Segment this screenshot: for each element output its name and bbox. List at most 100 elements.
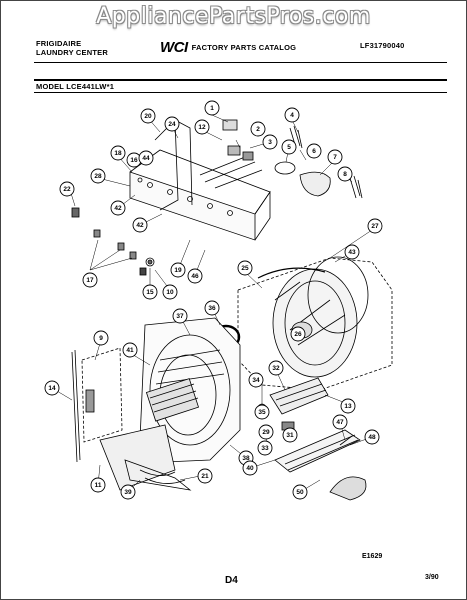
callout-circle-36 xyxy=(204,300,220,316)
callout-circle-3 xyxy=(262,134,278,150)
callout-circles: 1234567891011121314151617181920212224252… xyxy=(44,100,383,500)
knobs-and-buttons xyxy=(71,207,155,276)
callout-circle-42 xyxy=(110,200,126,216)
callout-circle-47 xyxy=(332,414,348,430)
callout-circle-4 xyxy=(284,107,300,123)
callout-label-38: 38 xyxy=(242,455,250,462)
callout-circle-41 xyxy=(122,342,138,358)
brand-block: FRIGIDAIRE LAUNDRY CENTER xyxy=(36,39,108,57)
callout-circle-15 xyxy=(142,284,158,300)
wci-logo: WCI xyxy=(160,39,188,56)
callout-label-27: 27 xyxy=(371,223,379,230)
callout-circle-37 xyxy=(172,308,188,324)
callout-circle-17 xyxy=(82,272,98,288)
control-console xyxy=(129,119,271,241)
callout-circle-5 xyxy=(281,139,297,155)
callout-label-36: 36 xyxy=(208,305,216,312)
side-panel xyxy=(71,347,123,463)
watermark: AppliancePartsPros.com xyxy=(96,4,371,29)
callout-label-16: 16 xyxy=(130,157,138,164)
callout-circle-48 xyxy=(364,429,380,445)
timer-switch-parts xyxy=(222,119,363,199)
callout-label-1: 1 xyxy=(210,105,214,112)
callout-label-40: 40 xyxy=(246,465,254,472)
callout-label-15: 15 xyxy=(146,289,154,296)
callout-circle-39 xyxy=(120,484,136,500)
callout-label-4: 4 xyxy=(290,112,294,119)
callout-circle-24 xyxy=(164,116,180,132)
callout-label-37: 37 xyxy=(176,313,184,320)
callout-circle-46 xyxy=(187,268,203,284)
callout-label-28: 28 xyxy=(94,173,102,180)
callout-circle-21 xyxy=(197,468,213,484)
callout-label-17: 17 xyxy=(86,277,94,284)
callout-label-31: 31 xyxy=(286,432,294,439)
callout-circle-1 xyxy=(204,100,220,116)
callout-label-25: 25 xyxy=(241,265,249,272)
callout-circle-42 xyxy=(132,217,148,233)
callout-label-33: 33 xyxy=(261,445,269,452)
callout-label-43: 43 xyxy=(348,249,356,256)
callout-circle-18 xyxy=(110,145,126,161)
callout-label-22: 22 xyxy=(63,186,71,193)
motor-heater-assembly xyxy=(257,377,367,501)
model-rule-top xyxy=(34,79,447,81)
callout-label-10: 10 xyxy=(166,289,174,296)
callout-label-21: 21 xyxy=(201,473,209,480)
date-code: 3/90 xyxy=(425,574,439,581)
callout-label-34: 34 xyxy=(252,377,260,384)
callout-circle-10 xyxy=(162,284,178,300)
doc-number: LF31790040 xyxy=(360,41,405,50)
callout-label-42: 42 xyxy=(136,222,144,229)
callout-circle-34 xyxy=(248,372,264,388)
model-rule-bottom xyxy=(34,92,447,93)
callout-circle-14 xyxy=(44,380,60,396)
callout-circle-20 xyxy=(140,108,156,124)
callout-label-24: 24 xyxy=(168,121,176,128)
callout-label-9: 9 xyxy=(99,335,103,342)
callout-label-29: 29 xyxy=(262,429,270,436)
callout-label-26: 26 xyxy=(294,331,302,338)
callout-circle-43 xyxy=(344,244,360,260)
callout-label-44: 44 xyxy=(142,155,150,162)
callout-circle-27 xyxy=(367,218,383,234)
model-label: MODEL LCE441LW*1 xyxy=(36,82,115,91)
callout-label-14: 14 xyxy=(48,385,56,392)
callout-circle-12 xyxy=(194,119,210,135)
catalog-title-block: WCI FACTORY PARTS CATALOG xyxy=(160,39,296,56)
callout-label-20: 20 xyxy=(144,113,152,120)
callout-circle-22 xyxy=(59,181,75,197)
callout-circle-33 xyxy=(257,440,273,456)
callout-circle-13 xyxy=(340,398,356,414)
callout-circle-29 xyxy=(258,424,274,440)
callout-label-7: 7 xyxy=(333,154,337,161)
page-label: D4 xyxy=(225,575,238,586)
callout-label-6: 6 xyxy=(312,148,316,155)
callout-label-5: 5 xyxy=(287,144,291,151)
dryer-drum xyxy=(237,256,393,391)
callout-label-47: 47 xyxy=(336,419,344,426)
callout-circle-35 xyxy=(254,404,270,420)
callout-label-39: 39 xyxy=(124,489,132,496)
callout-circle-28 xyxy=(90,168,106,184)
callout-circle-25 xyxy=(237,260,253,276)
callout-label-19: 19 xyxy=(174,267,182,274)
figure-code: E1629 xyxy=(362,553,383,560)
callout-circle-31 xyxy=(282,427,298,443)
lower-panels xyxy=(99,424,192,491)
callout-label-41: 41 xyxy=(126,347,134,354)
callout-circle-32 xyxy=(268,360,284,376)
callout-label-18: 18 xyxy=(114,150,122,157)
callout-circle-9 xyxy=(93,330,109,346)
callout-circle-19 xyxy=(170,262,186,278)
callout-label-8: 8 xyxy=(343,171,347,178)
callout-label-11: 11 xyxy=(95,482,102,489)
callout-label-48: 48 xyxy=(368,434,376,441)
callout-label-12: 12 xyxy=(198,124,206,131)
callout-label-3: 3 xyxy=(268,139,272,146)
callout-label-50: 50 xyxy=(296,489,304,496)
callout-label-35: 35 xyxy=(258,409,266,416)
header-rule xyxy=(34,62,447,63)
